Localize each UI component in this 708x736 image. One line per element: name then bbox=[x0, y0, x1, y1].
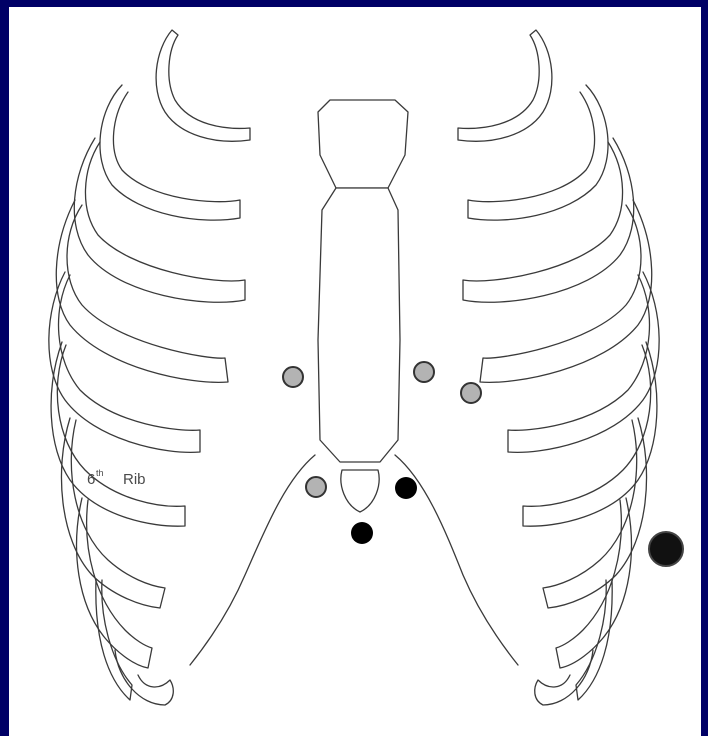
right-ribs bbox=[458, 30, 659, 705]
left-rib-2 bbox=[100, 85, 240, 220]
left-rib-1 bbox=[156, 30, 250, 141]
gray-marker bbox=[306, 477, 326, 497]
gray-marker bbox=[461, 383, 481, 403]
black-marker bbox=[649, 532, 683, 566]
sternum-body bbox=[318, 188, 400, 462]
rib-label-word: Rib bbox=[123, 471, 146, 488]
gray-marker bbox=[283, 367, 303, 387]
sternum-manubrium bbox=[318, 100, 408, 188]
left-ribs bbox=[49, 30, 250, 705]
left-costal-margin bbox=[190, 455, 315, 665]
right-rib-10 bbox=[535, 650, 593, 705]
black-markers bbox=[351, 477, 683, 566]
right-rib-1 bbox=[458, 30, 552, 141]
black-marker bbox=[351, 522, 373, 544]
left-rib-8 bbox=[77, 498, 152, 668]
right-rib-6 bbox=[523, 342, 657, 526]
left-rib-6 bbox=[51, 342, 185, 526]
xiphoid-process bbox=[341, 470, 379, 512]
black-marker bbox=[395, 477, 417, 499]
right-rib-2 bbox=[468, 85, 608, 220]
right-rib-8 bbox=[556, 498, 631, 668]
rib-label-suffix: th bbox=[96, 468, 104, 478]
left-rib-4 bbox=[56, 200, 228, 382]
rib-label-number: 6 bbox=[87, 471, 95, 488]
right-rib-4 bbox=[480, 200, 652, 382]
left-rib-10 bbox=[115, 650, 173, 705]
gray-marker bbox=[414, 362, 434, 382]
rib-label: 6 th Rib bbox=[87, 468, 146, 488]
